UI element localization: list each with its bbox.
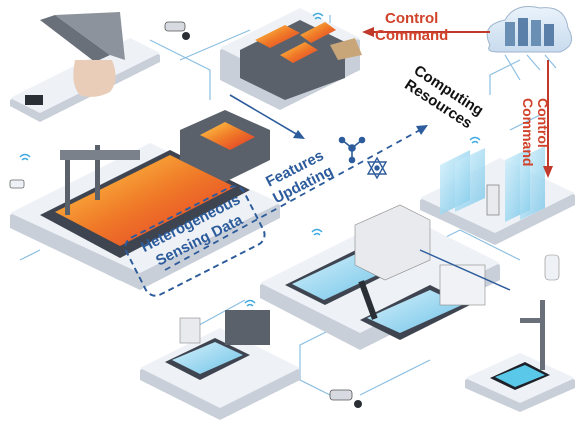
- control-arrow-top: [362, 27, 490, 37]
- camera-icon-top: [164, 21, 190, 40]
- wifi-icon: [469, 136, 481, 144]
- control-command-label-top: Control Command: [375, 10, 448, 44]
- network-node-icon: [338, 136, 366, 164]
- inspection-station: [260, 204, 500, 350]
- data-flow-arrow: [229, 94, 305, 139]
- wifi-icon: [19, 153, 31, 161]
- control-command-label-right: Control Command: [520, 98, 551, 167]
- wifi-icon: [312, 12, 324, 20]
- conveyor-station: [10, 12, 160, 122]
- control-label-line: Control: [535, 98, 551, 148]
- wifi-icon: [244, 299, 256, 307]
- command-label-line: Command: [375, 27, 449, 44]
- features-arrow: [164, 125, 428, 271]
- cloud-computing: [486, 6, 573, 53]
- camera-icon-left: [9, 179, 25, 189]
- command-label-line: Command: [520, 98, 536, 167]
- furnace-station: [220, 8, 362, 110]
- wifi-icons: [19, 12, 481, 307]
- scanner-station: [465, 254, 575, 412]
- control-arrow-right: [543, 60, 553, 178]
- glass-rack-station: [420, 146, 575, 245]
- rolling-line-station: [10, 110, 280, 290]
- camera-icon-bottom: [329, 389, 362, 408]
- control-label-line: Control: [385, 10, 439, 27]
- hexagram-node-icon: [366, 156, 388, 180]
- data-flow-arrow-2: [419, 249, 511, 291]
- wifi-icon: [311, 228, 323, 236]
- measuring-station: [140, 310, 300, 420]
